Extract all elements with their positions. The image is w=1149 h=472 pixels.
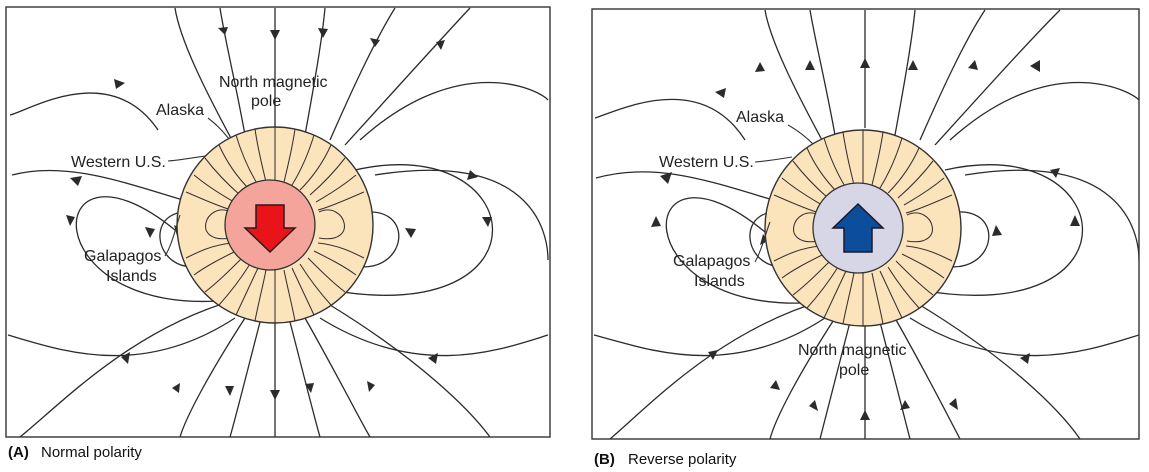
labels-b: North magnetic pole Alaska Western U.S. …	[659, 109, 907, 379]
label-pole-b: pole	[839, 362, 869, 379]
label-islands-b: Islands	[694, 273, 745, 290]
panel-reverse-polarity: North magnetic pole Alaska Western U.S. …	[591, 8, 1140, 468]
north-pointing-arrow	[831, 202, 885, 253]
caption-letter-a: (A)	[8, 444, 29, 461]
label-western-us-b: Western U.S.	[659, 154, 754, 171]
south-pointing-arrow	[243, 204, 297, 254]
label-galapagos-a: Galapagos	[84, 248, 161, 265]
caption-text-a: Normal polarity	[41, 444, 142, 461]
label-north-magnetic-a: North magnetic	[219, 74, 328, 91]
label-alaska-a: Alaska	[156, 102, 204, 119]
label-islands-a: Islands	[106, 268, 157, 285]
caption-b: (B) Reverse polarity	[594, 451, 737, 468]
caption-letter-b: (B)	[594, 451, 615, 468]
earth-b	[764, 129, 962, 327]
labels-a: North magnetic pole Alaska Western U.S. …	[71, 74, 328, 285]
field-lines-a	[7, 7, 549, 437]
frame-b	[591, 8, 1140, 440]
earth-a	[176, 126, 374, 324]
label-pole-a: pole	[251, 93, 281, 110]
label-alaska-b: Alaska	[736, 109, 784, 126]
panel-normal-polarity: North magnetic pole Alaska Western U.S. …	[5, 6, 551, 461]
frame-a	[5, 6, 551, 438]
caption-a: (A) Normal polarity	[8, 444, 142, 461]
label-western-us-a: Western U.S.	[71, 154, 166, 171]
label-galapagos-b: Galapagos	[673, 253, 750, 270]
label-north-magnetic-b: North magnetic	[798, 342, 907, 359]
caption-text-b: Reverse polarity	[628, 451, 737, 468]
